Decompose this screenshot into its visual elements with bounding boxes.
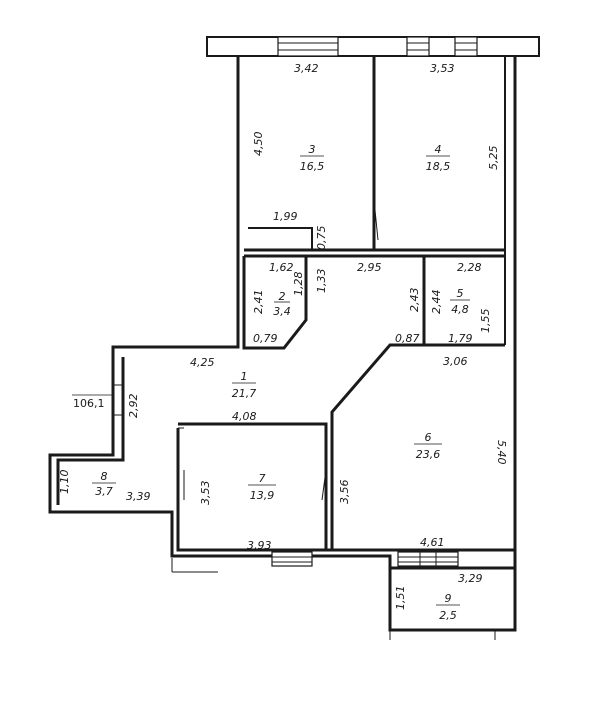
dim-label: 3,53 [199,481,212,506]
dim-label: 2,43 [408,288,421,313]
dim-label: 0,79 [253,332,278,345]
dim-label: 4,08 [232,410,257,423]
svg-text:13,9: 13,9 [250,489,275,502]
svg-text:18,5: 18,5 [426,160,451,173]
svg-text:21,7: 21,7 [232,387,257,400]
closet-wall [248,227,313,250]
dim-label: 4,50 [252,132,265,157]
room-2-label: 2 3,4 [273,290,291,318]
svg-text:2,5: 2,5 [439,609,457,622]
window-room-3 [277,36,339,57]
svg-text:5: 5 [457,287,464,300]
room-7-label: 7 13,9 [248,472,276,502]
svg-text:16,5: 16,5 [300,160,325,173]
dim-label: 3,56 [338,480,351,505]
total-area-value: 106,1 [73,397,105,410]
svg-text:4,8: 4,8 [451,303,469,316]
svg-text:3: 3 [309,143,316,156]
exterior-wall [48,56,517,632]
dim-label: 5,25 [487,146,500,171]
dim-label: 0,87 [395,332,420,345]
dim-label: 1,33 [315,269,328,294]
dim-label: 1,28 [292,272,305,297]
dim-label: 1,51 [394,586,407,611]
dim-label: 3,29 [458,572,483,585]
dim-label: 3,06 [443,355,468,368]
dim-label: 2,95 [357,261,382,274]
room-6-walls [330,343,515,552]
dim-label: 3,53 [430,62,455,75]
room-2-walls [242,256,308,350]
walls [48,36,540,632]
svg-text:6: 6 [425,431,432,444]
dim-label: 3,93 [247,539,272,552]
room-9-label: 9 2,5 [436,592,460,622]
svg-text:3,4: 3,4 [273,305,291,318]
room-8-label: 8 3,7 [92,470,116,498]
dim-label: 4,25 [190,356,215,369]
dim-label: 4,61 [420,536,445,549]
svg-text:9: 9 [445,592,452,605]
svg-text:1: 1 [241,370,248,383]
dim-label: 2,41 [252,290,265,315]
dim-label: 3,39 [126,490,151,503]
hall-left-wall [56,357,125,505]
dim-label: 2,28 [457,261,482,274]
svg-text:23,6: 23,6 [416,448,441,461]
dim-label: 2,92 [127,394,140,419]
dim-label: 1,55 [479,309,492,334]
room-labels: 3 16,5 4 18,5 2 3,4 5 4,8 1 21,7 6 23,6 [92,143,470,622]
svg-text:8: 8 [101,470,108,483]
dim-label: 1,10 [58,470,71,495]
room-7-walls [176,422,332,552]
dim-label: 5,40 [495,440,508,465]
window-room-4b [454,36,478,57]
windows [271,36,478,567]
room-4-label: 4 18,5 [426,143,451,173]
dimension-labels: 3,42 3,53 4,50 5,25 1,99 0,75 1,62 1,28 … [58,62,508,610]
window-room-4a [406,36,430,57]
svg-text:3,7: 3,7 [95,485,113,498]
room-6-label: 6 23,6 [414,431,442,461]
dim-label: 3,42 [294,62,319,75]
window-room-6 [397,551,459,567]
total-area-label: 106,1 [72,394,112,410]
room-3-label: 3 16,5 [300,143,325,173]
svg-text:7: 7 [259,472,266,485]
svg-text:2: 2 [279,290,286,303]
dim-label: 1,62 [269,261,294,274]
window-room-7 [271,551,313,567]
dim-label: 2,44 [430,290,443,315]
balcony-walls [388,566,517,632]
dim-label: 1,79 [448,332,473,345]
room-5-label: 5 4,8 [450,287,470,316]
top-wall-band [206,36,540,57]
room-1-label: 1 21,7 [232,370,257,400]
dim-label: 1,99 [273,210,298,223]
door-marks [113,199,496,640]
svg-text:4: 4 [435,143,442,156]
dim-label: 0,75 [315,226,328,251]
